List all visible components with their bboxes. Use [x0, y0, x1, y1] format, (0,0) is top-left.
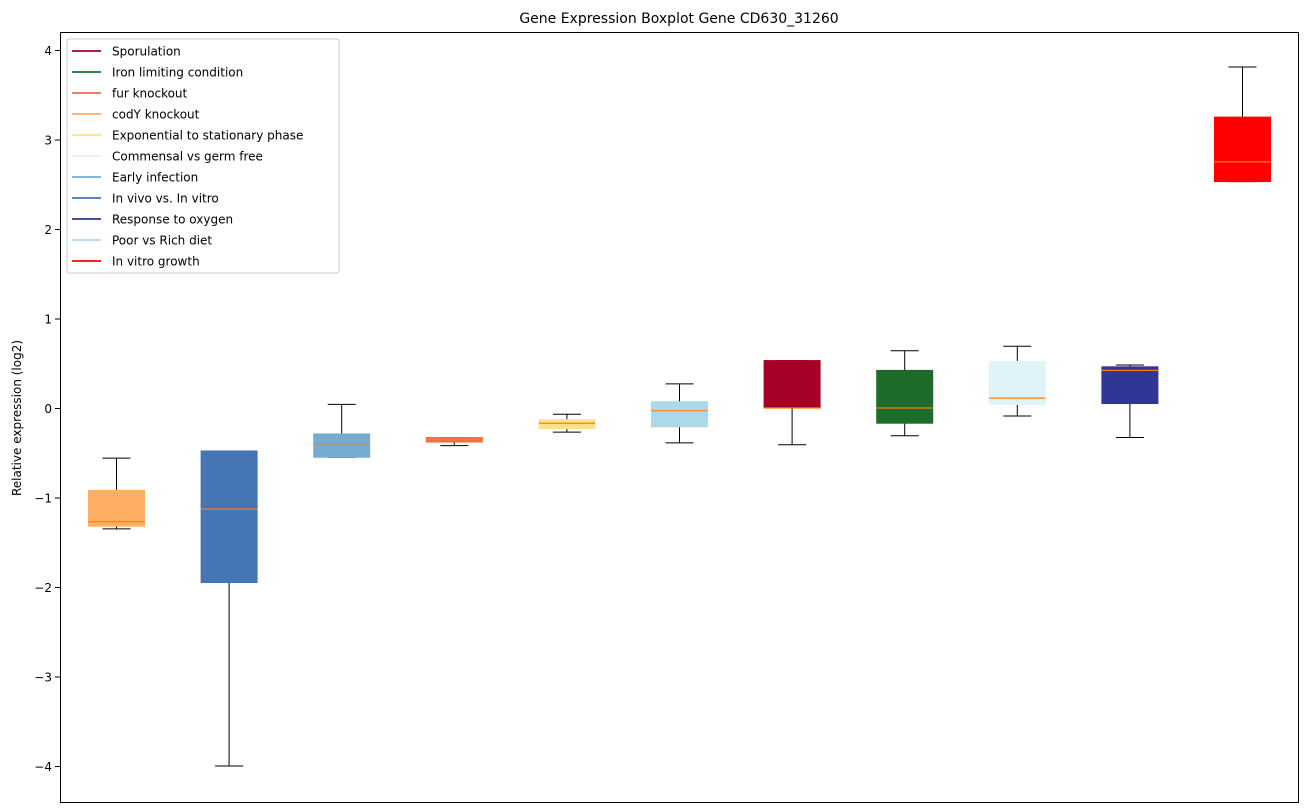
box-2 — [313, 403, 371, 458]
legend-label: Response to oxygen — [112, 213, 233, 227]
box-9 — [1101, 364, 1159, 439]
legend-label: Commensal vs germ free — [112, 150, 263, 164]
y-tick-label: 3 — [44, 134, 52, 148]
y-tick-label: 1 — [44, 313, 52, 327]
iqr-box — [1101, 366, 1159, 405]
legend-label: Exponential to stationary phase — [112, 129, 303, 143]
iqr-box — [876, 369, 934, 424]
chart-title: Gene Expression Boxplot Gene CD630_31260 — [519, 11, 838, 27]
iqr-box — [988, 360, 1046, 405]
iqr-box — [1214, 116, 1271, 183]
legend-label: Iron limiting condition — [112, 66, 243, 80]
y-tick-label: 2 — [44, 223, 52, 237]
box-3 — [425, 437, 483, 447]
iqr-box — [88, 489, 145, 527]
plot-frame — [60, 32, 1299, 803]
y-axis: −4 −3 −2 −1 0 1 2 3 4 — [34, 44, 60, 774]
legend-label: codY knockout — [112, 108, 200, 122]
iqr-box — [763, 360, 821, 409]
legend-label: Poor vs Rich diet — [112, 234, 212, 248]
iqr-box — [313, 433, 371, 458]
iqr-box — [651, 401, 708, 428]
iqr-box — [538, 419, 596, 430]
box-4 — [538, 413, 596, 433]
box-10 — [1214, 66, 1271, 183]
y-tick-label: −4 — [34, 760, 52, 774]
iqr-box — [200, 450, 258, 584]
box-5 — [651, 383, 708, 444]
legend-label: In vivo vs. In vitro — [112, 192, 219, 206]
legend-label: Sporulation — [112, 45, 181, 59]
box-0 — [88, 457, 145, 530]
box-8 — [988, 345, 1046, 417]
boxes-layer — [88, 66, 1271, 767]
legend-frame — [66, 38, 340, 274]
y-tick-label: 0 — [44, 402, 52, 416]
box-6 — [763, 360, 821, 446]
y-axis-label: Relative expression (log2) — [10, 340, 24, 496]
y-tick-label: 4 — [44, 44, 52, 58]
legend-label: In vitro growth — [112, 255, 200, 269]
box-7 — [876, 350, 934, 437]
legend-label: fur knockout — [112, 87, 188, 101]
box-1 — [200, 450, 258, 767]
legend-label: Early infection — [112, 171, 198, 185]
y-tick-label: −1 — [34, 492, 52, 506]
y-tick-label: −2 — [34, 581, 52, 595]
y-tick-label: −3 — [34, 671, 52, 685]
